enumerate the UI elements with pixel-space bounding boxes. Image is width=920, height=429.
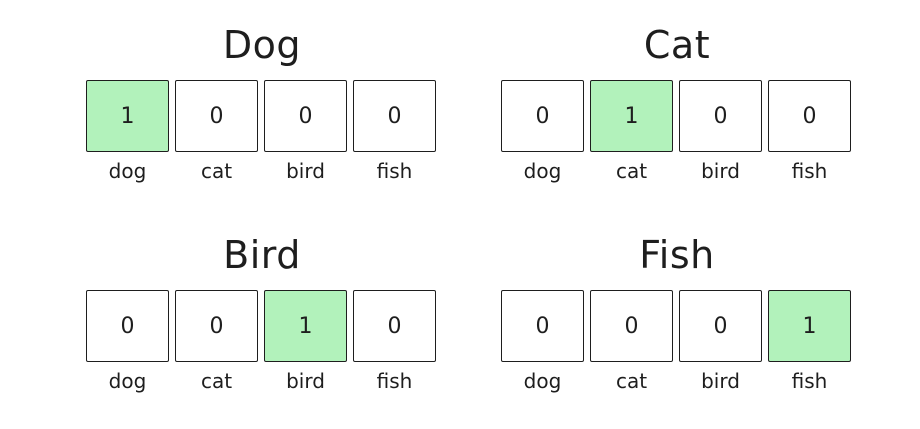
vector-cell: 0 [175, 290, 258, 362]
vector-cell: 0 [175, 80, 258, 152]
vector-cell: 0 [679, 80, 762, 152]
vector-cell: 1 [590, 80, 673, 152]
cell-label: fish [376, 159, 413, 183]
panel-dog: Dog 1 0 0 0 dog cat bird fish [86, 20, 438, 190]
vector-cell: 0 [679, 290, 762, 362]
vector-cell: 0 [501, 80, 584, 152]
cell-label: bird [286, 369, 325, 393]
cell-label: cat [200, 159, 233, 183]
vector-cell: 1 [264, 290, 347, 362]
panel-bird: Bird 0 0 1 0 dog cat bird fish [86, 230, 438, 400]
panel-fish: Fish 0 0 0 1 dog cat bird fish [501, 230, 853, 400]
cell-label: cat [615, 159, 648, 183]
cell-label: dog [523, 159, 562, 183]
vector-cell: 0 [264, 80, 347, 152]
vector-cell: 0 [353, 290, 436, 362]
cell-label: fish [791, 159, 828, 183]
cell-label: bird [701, 159, 740, 183]
vector-cell: 0 [590, 290, 673, 362]
cell-label: dog [108, 369, 147, 393]
vector-cell: 0 [501, 290, 584, 362]
cell-label: fish [376, 369, 413, 393]
vector-cell: 0 [353, 80, 436, 152]
cell-label: bird [701, 369, 740, 393]
cell-label: cat [615, 369, 648, 393]
vector-cell: 1 [768, 290, 851, 362]
vector-cell: 1 [86, 80, 169, 152]
vector-cell: 0 [86, 290, 169, 362]
cell-label: bird [286, 159, 325, 183]
panel-title: Cat [643, 23, 711, 67]
cell-label: fish [791, 369, 828, 393]
panel-cat: Cat 0 1 0 0 dog cat bird fish [501, 20, 853, 190]
panel-title: Fish [639, 233, 715, 277]
vector-cell: 0 [768, 80, 851, 152]
cell-label: dog [108, 159, 147, 183]
cell-label: cat [200, 369, 233, 393]
panel-title: Dog [222, 23, 302, 67]
cell-label: dog [523, 369, 562, 393]
panel-title: Bird [223, 233, 301, 277]
